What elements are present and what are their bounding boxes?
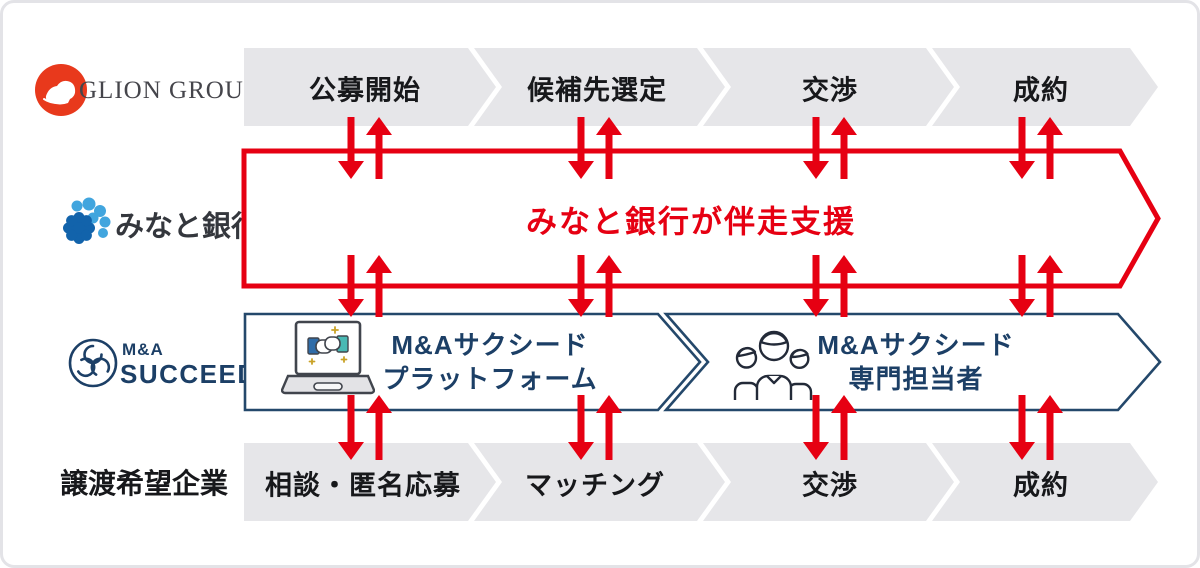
glion-step-label: 交渉 [802, 75, 858, 106]
succeed-platform-line2: プラットフォーム [382, 364, 598, 394]
glion-step-label: 公募開始 [309, 75, 421, 106]
seller-step-segment [474, 443, 725, 521]
seller-step-segment [932, 443, 1158, 521]
minato-support-band-text: みなと銀行が伴走支援 [526, 204, 856, 240]
laptop-handshake-icon [281, 320, 375, 395]
ma-succeed-logo-line2: SUCCEED [120, 359, 258, 389]
seller-step-label: 成約 [1013, 470, 1069, 501]
glion-step-segment [474, 48, 725, 126]
ma-succeed-emblem-icon [68, 338, 118, 388]
seller-step-label: 相談・匿名応募 [265, 470, 461, 501]
succeed-staff-line2: 専門担当者 [848, 364, 984, 394]
glion-step-segment [703, 48, 954, 126]
glion-lion-icon [35, 64, 87, 116]
team-icon [733, 330, 813, 400]
seller-step-label: マッチング [525, 470, 665, 501]
seller-step-label: 交渉 [802, 470, 858, 501]
minato-bank-logo-text: みなと銀行 [115, 211, 261, 243]
glion-step-segment [932, 48, 1158, 126]
glion-step-label: 成約 [1013, 75, 1069, 106]
succeed-staff-line1: M&Aサクシード [817, 330, 1015, 360]
succeed-platform-text: M&Aサクシード プラットフォーム [382, 328, 597, 396]
ma-succeed-logo-line1: M&A [122, 340, 164, 359]
seller-step-segment [244, 443, 496, 521]
succeed-platform-line1: M&Aサクシード [391, 330, 589, 360]
minato-support-band [241, 148, 1161, 289]
glion-step-label: 候補先選定 [527, 75, 667, 106]
succeed-staff-text: M&Aサクシード 専門担当者 [817, 328, 1014, 396]
outlined-shapes [241, 148, 1162, 412]
seller-companies-label: 譲渡希望企業 [60, 468, 229, 499]
minato-bank-flower-icon [63, 197, 111, 244]
glion-group-logo-text: GLION GROUP [79, 77, 259, 104]
glion-step-segment [244, 48, 496, 126]
